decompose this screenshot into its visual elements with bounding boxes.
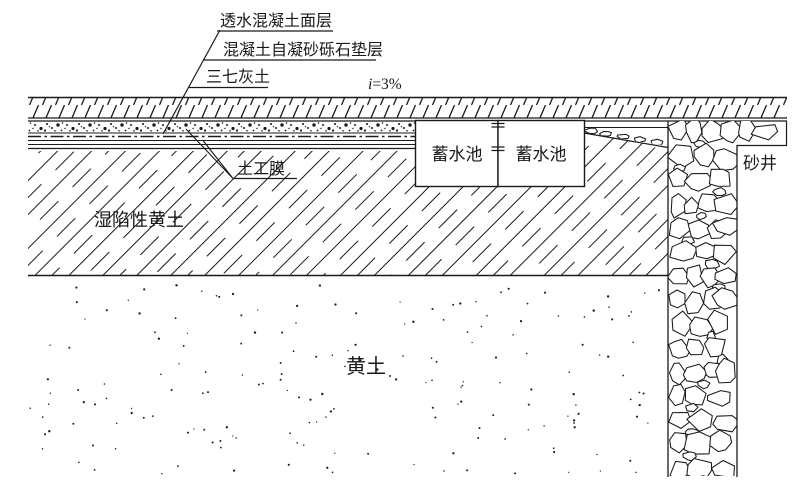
drain-strip-slope-line — [583, 132, 669, 149]
reservoir-right-box — [497, 119, 586, 188]
reservoir-left-label: 蓄水池 — [432, 145, 483, 164]
loess-zone: 黄土 — [29, 284, 660, 475]
cushion-layer-stipple — [28, 122, 415, 133]
reservoir-right-label: 蓄水池 — [516, 145, 567, 164]
collapsible-loess-hatch — [28, 133, 668, 275]
reservoir-left-box — [414, 119, 499, 188]
geomembrane-label: 土工膜 — [237, 160, 285, 178]
surface-layer-label: 透水混凝土面层 — [220, 12, 332, 30]
drain-strip-stones — [584, 128, 664, 146]
callout-leader-line — [162, 29, 221, 135]
collapsible-loess-label: 湿陷性黄土 — [94, 210, 184, 230]
sand-well: 砂井 — [667, 121, 788, 477]
collapsible-loess-zone: 湿陷性黄土 — [28, 126, 669, 277]
slope-label: i=3% — [368, 76, 402, 93]
loess-label: 黄土 — [346, 355, 386, 378]
slope-label-i: i — [368, 76, 372, 93]
sand-well-label: 砂井 — [743, 154, 777, 173]
pipe-break-ticks — [491, 122, 505, 152]
geomembrane-leader-lines — [185, 128, 234, 179]
pavement-layers — [28, 96, 787, 150]
loess-stipple-dots — [29, 284, 660, 475]
sand-well-cobbles — [668, 121, 779, 476]
slope-label-value: =3% — [372, 76, 401, 93]
cushion-layer-label: 混凝土自凝砂砾石垫层 — [223, 41, 383, 59]
surface-layer-hatch — [28, 98, 787, 118]
layer-callouts: 透水混凝土面层 混凝土自凝砂砾石垫层 三七灰土 i=3% 土工膜 — [162, 12, 402, 180]
lime-soil-label: 三七灰土 — [206, 68, 270, 86]
reservoirs: 蓄水池 蓄水池 — [414, 119, 586, 188]
